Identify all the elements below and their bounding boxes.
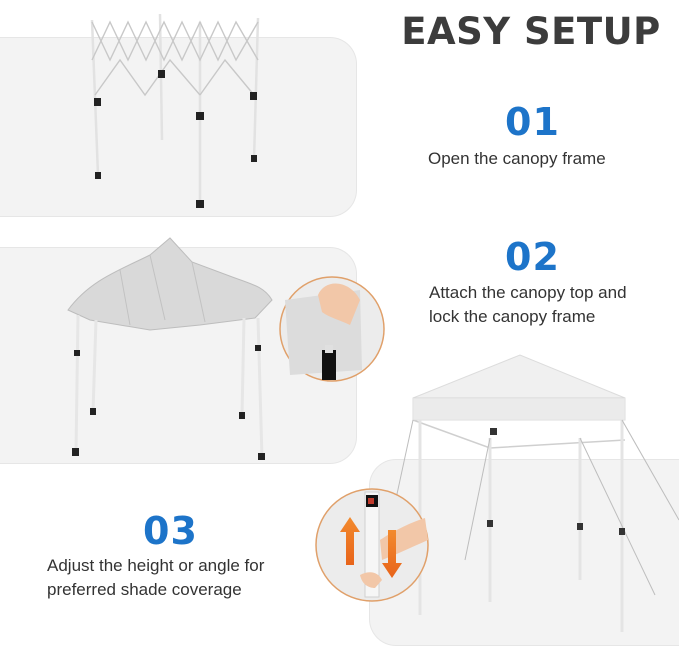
step-number-01: 01 xyxy=(505,100,560,144)
step-number-03: 03 xyxy=(143,509,198,553)
canopy-top-illustration xyxy=(67,237,273,460)
step-number-02: 02 xyxy=(505,235,560,279)
hand-lock-closeup xyxy=(279,276,385,382)
page-title: EASY SETUP xyxy=(401,10,661,53)
step-description-03: Adjust the height or angle for preferred… xyxy=(47,556,265,599)
step1-panel xyxy=(0,38,356,216)
step-description-02: Attach the canopy top and lock the canop… xyxy=(429,283,627,326)
frame-illustration xyxy=(90,13,260,208)
step-description-01: Open the canopy frame xyxy=(428,149,606,168)
